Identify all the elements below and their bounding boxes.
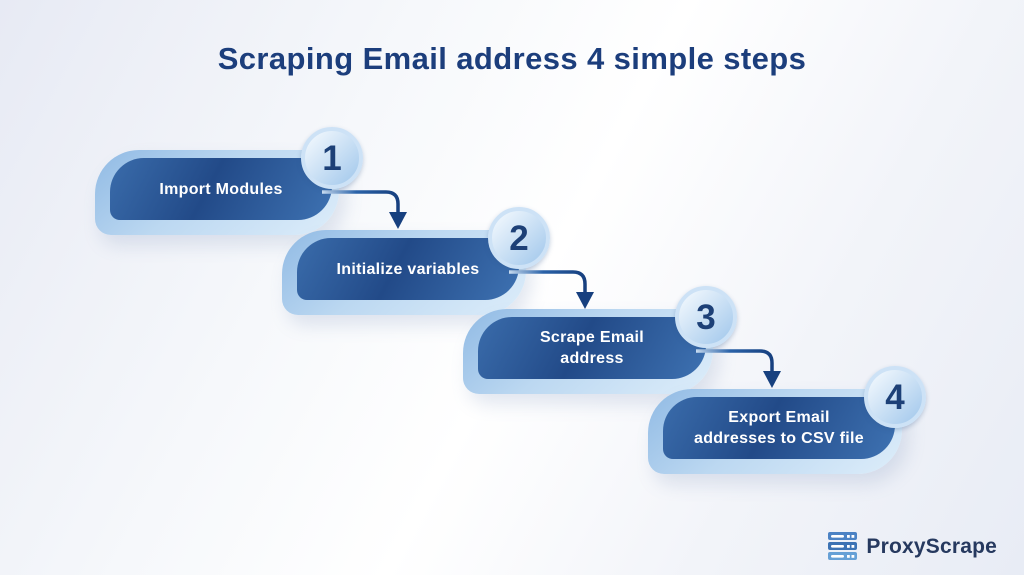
step-4-label: Export Email addresses to CSV file [694,409,864,447]
connector-arrow-icon [322,190,407,229]
step-3-label: Scrape Email address [539,329,645,367]
step-1: Import Modules 1 [95,127,407,235]
server-stack-icon [828,532,858,560]
step-2-number: 2 [509,218,529,258]
step-4: Export Email addresses to CSV file 4 [648,366,926,474]
step-3-number-badge: 3 [675,286,737,348]
step-1-label: Import Modules [159,180,283,198]
connector-arrow-icon [509,270,594,309]
step-4-pill: Export Email addresses to CSV file [663,397,895,459]
step-1-number: 1 [322,138,342,178]
step-3-pill: Scrape Email address [478,317,706,379]
step-2-pill: Initialize variables [297,238,519,300]
step-2-number-badge: 2 [488,207,550,269]
step-1-pill: Import Modules [110,158,332,220]
step-3: Scrape Email address 3 [463,286,781,394]
page-title: Scraping Email address 4 simple steps [217,41,807,76]
brand-name: ProxyScrape [866,534,997,558]
step-3-number: 3 [696,297,716,337]
step-2: Initialize variables 2 [282,207,594,315]
brand-logo: ProxyScrape [827,531,997,562]
step-4-number-badge: 4 [864,366,926,428]
step-4-number: 4 [885,377,905,417]
step-1-number-badge: 1 [301,127,363,189]
connector-arrow-icon [696,349,781,388]
step-2-label: Initialize variables [336,260,480,278]
